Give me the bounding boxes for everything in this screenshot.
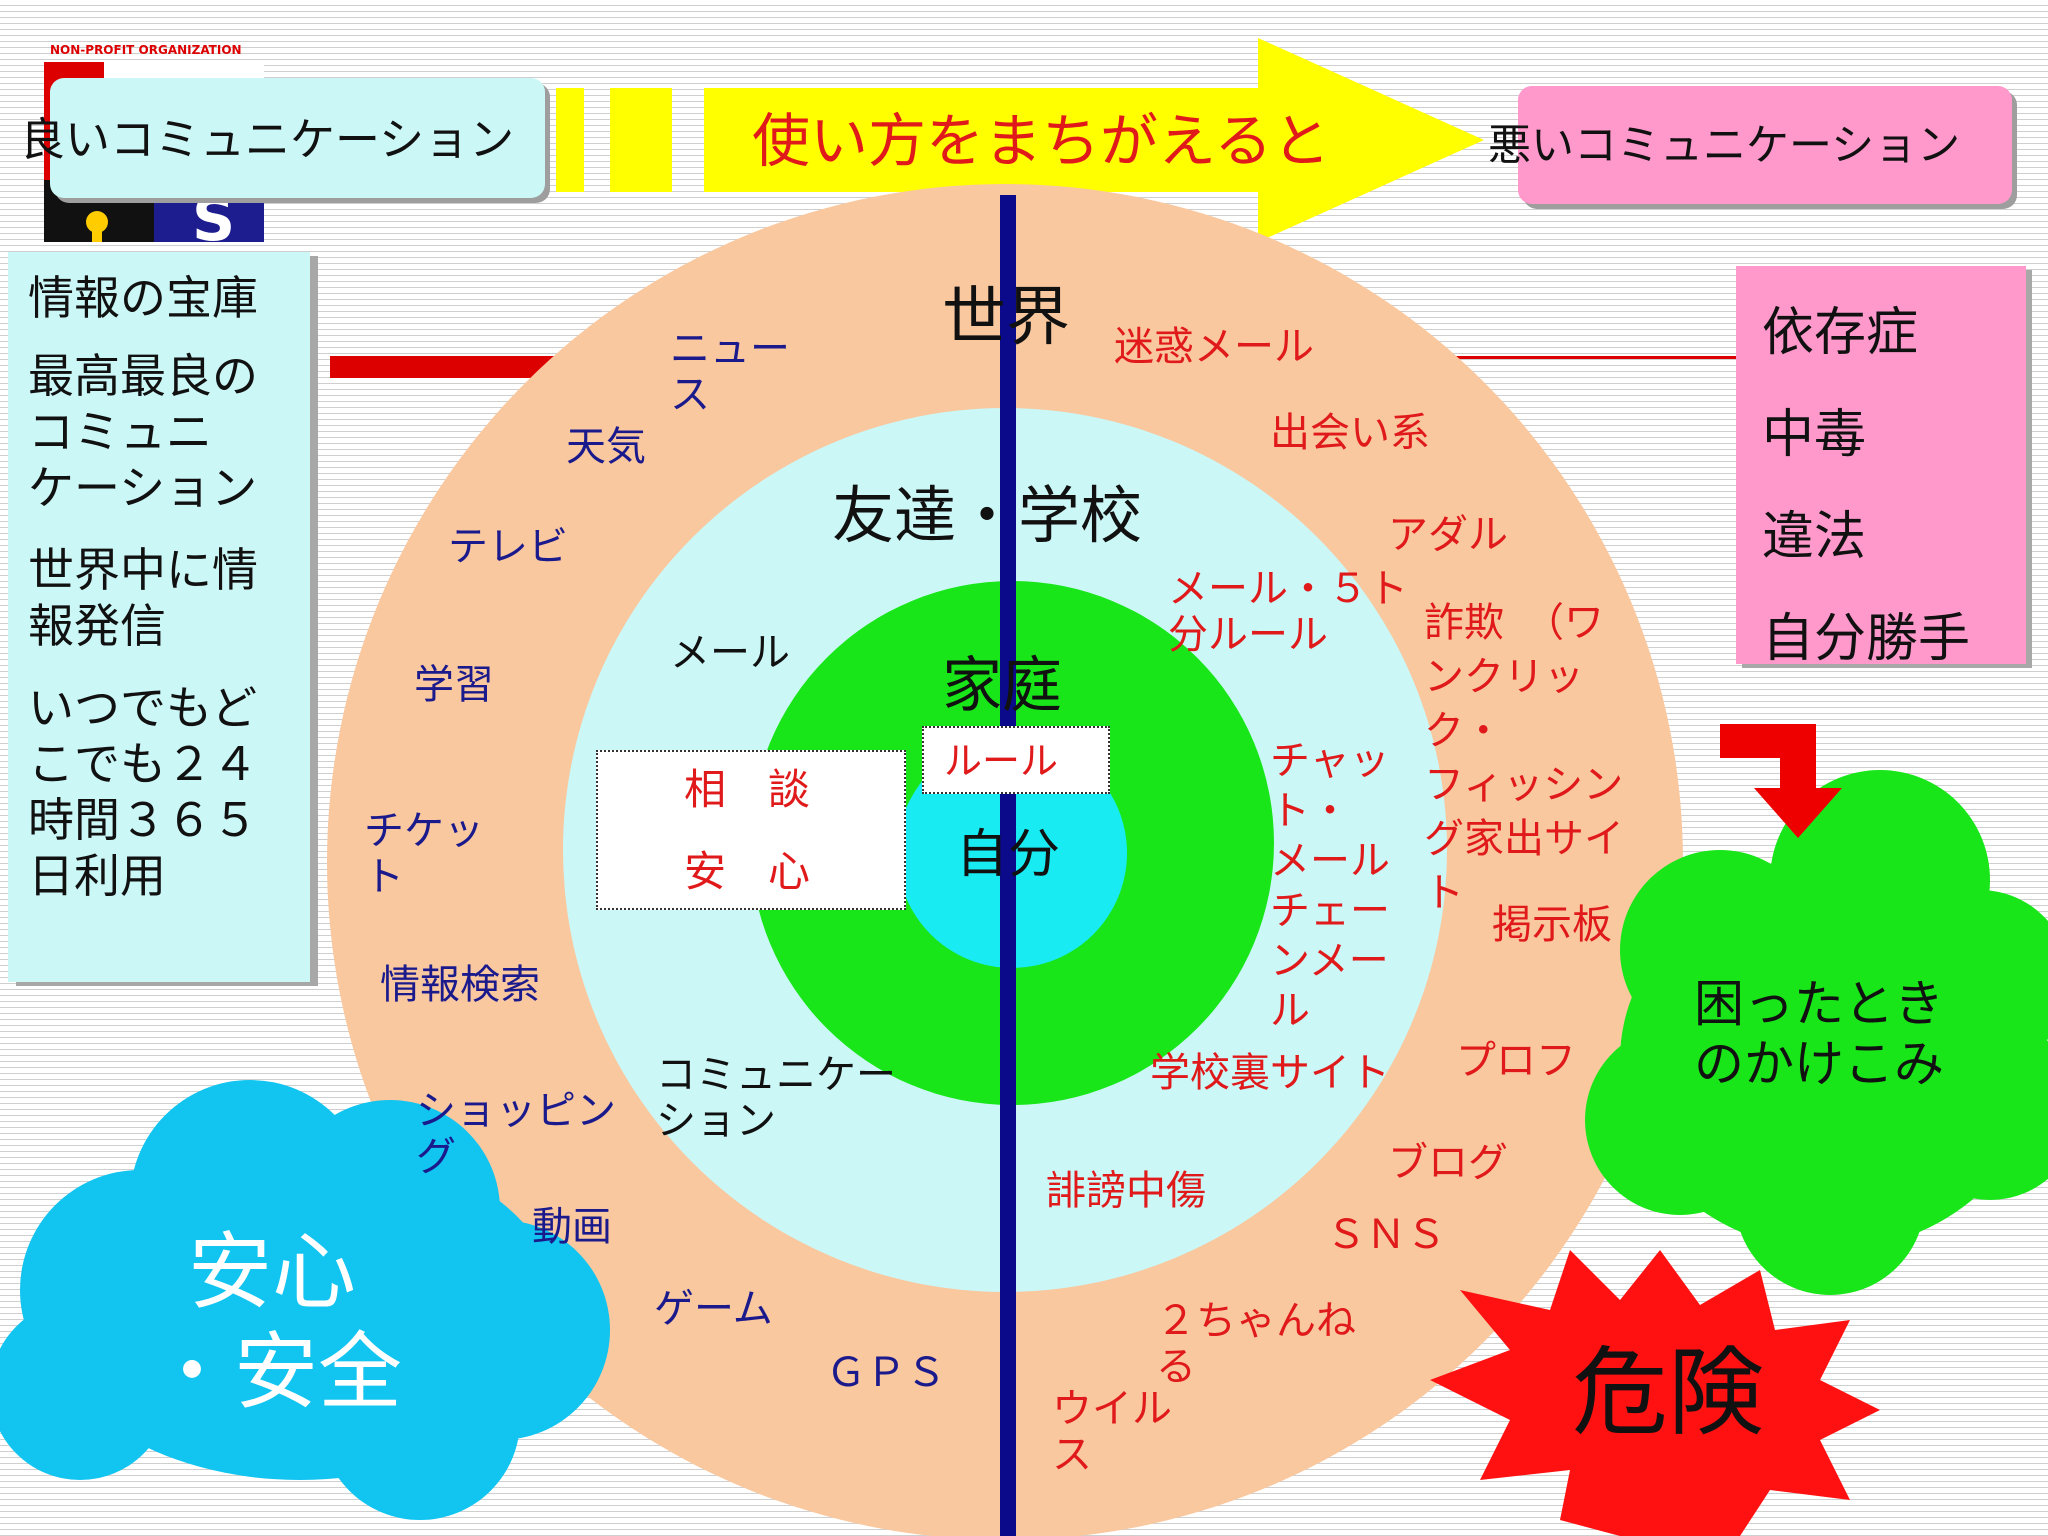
weather-label: 天気	[566, 424, 646, 470]
left-item: 情報の宝庫	[28, 271, 258, 325]
left-item: 報発信	[28, 599, 166, 653]
bad-communication-label: 悪いコミュニケーション	[1488, 122, 1961, 171]
chat-mail-label: チャッ ト・ メール チェー ンメー ル	[1270, 738, 1390, 1034]
left-item: 世界中に情	[28, 543, 258, 597]
good-communication-label: 良いコミュニケーション	[20, 114, 515, 166]
game-label: ゲーム	[654, 1286, 773, 1332]
bulletin-board-label: 掲示板	[1492, 902, 1612, 948]
rule-box	[922, 726, 1110, 794]
accent-bar-left	[330, 356, 580, 378]
family-label: 家庭	[942, 651, 1062, 721]
ticket-label: チケット	[364, 808, 484, 900]
right-item: 自分勝手	[1762, 609, 1971, 669]
left-item: いつでもど	[28, 681, 258, 735]
red-down-arrow	[1720, 724, 1842, 838]
video-label: 動画	[532, 1204, 612, 1250]
friends-school-label: 友達・学校	[832, 479, 1143, 552]
fraud-label: 詐欺 （ワ ンクリッ ク・ フィッシン グ家出サイ ト	[1424, 600, 1624, 916]
right-panel	[1736, 266, 2026, 664]
big-arrow	[704, 38, 1484, 242]
relief-label: 安 心	[684, 847, 811, 896]
sns-label: ＳＮＳ	[1326, 1212, 1446, 1258]
right-item: 中毒	[1762, 405, 1867, 465]
five-minute-rule-label: メール・５ト分ルール	[1168, 566, 1408, 658]
danger-label: 危険	[1572, 1337, 1764, 1449]
self-label: 自分	[956, 825, 1061, 885]
blog-label: ブログ	[1388, 1140, 1508, 1186]
help-label: 困ったとき のかけこみ	[1694, 975, 1944, 1093]
arrow-label: 使い方をまちがえると	[752, 107, 1331, 175]
accent-bar-right	[1440, 356, 1740, 359]
help-cloud	[1585, 770, 2048, 1295]
slander-label: 誹謗中傷	[1046, 1168, 1206, 1214]
study-label: 学習	[414, 662, 494, 708]
news-label: ニュース	[670, 326, 790, 418]
dating-label: 出会い系	[1270, 410, 1430, 456]
tv-label: テレビ	[448, 524, 568, 570]
left-item: ケーション	[28, 461, 258, 515]
consult-label: 相 談	[684, 765, 811, 814]
left-item: 時間３６５	[28, 793, 258, 847]
org-label: NON-PROFIT ORGANIZATION	[50, 43, 242, 57]
left-item: 日利用	[28, 849, 166, 903]
profile-label: プロフ	[1456, 1038, 1576, 1084]
school-site-label: 学校裏サイト	[1150, 1050, 1390, 1096]
2ch-label: ２ちゃんねる	[1156, 1298, 1356, 1390]
right-item: 依存症	[1762, 303, 1919, 363]
safe-label: 安心 ・安全	[150, 1223, 403, 1421]
rule-label: ルール	[944, 739, 1059, 783]
right-item: 違法	[1762, 507, 1867, 567]
arrow-stripe-2	[610, 88, 672, 192]
spam-label: 迷惑メール	[1114, 324, 1314, 370]
mail-label: メール	[670, 630, 790, 676]
left-panel-items: 情報の宝庫 最高最良の コミュニ ケーション 世界中に情 報発信 いつでもど こ…	[28, 270, 258, 904]
left-item: こでも２４	[28, 737, 258, 791]
left-item: 最高最良の	[28, 349, 258, 403]
safe-cloud	[0, 1080, 610, 1520]
shopping-label: ショッピング	[416, 1088, 616, 1180]
info-search-label: 情報検索	[380, 962, 540, 1008]
good-communication-box	[50, 78, 545, 198]
virus-label: ウイルス	[1052, 1386, 1172, 1478]
world-label: 世界	[942, 281, 1070, 355]
center-divider	[1000, 195, 1016, 1536]
right-panel-items: 依存症 中毒 違法 自分勝手	[1762, 282, 1970, 690]
consult-box	[596, 750, 906, 910]
adult-label: アダル	[1388, 512, 1508, 558]
communication-label: コミュニケーション	[656, 1052, 896, 1144]
gps-label: ＧＰＳ	[826, 1350, 946, 1396]
danger-burst	[1430, 1250, 1880, 1536]
left-panel	[8, 252, 310, 982]
arrow-stripe-1	[556, 88, 584, 192]
bad-communication-box	[1518, 86, 2012, 204]
left-item: コミュニ	[28, 405, 212, 459]
